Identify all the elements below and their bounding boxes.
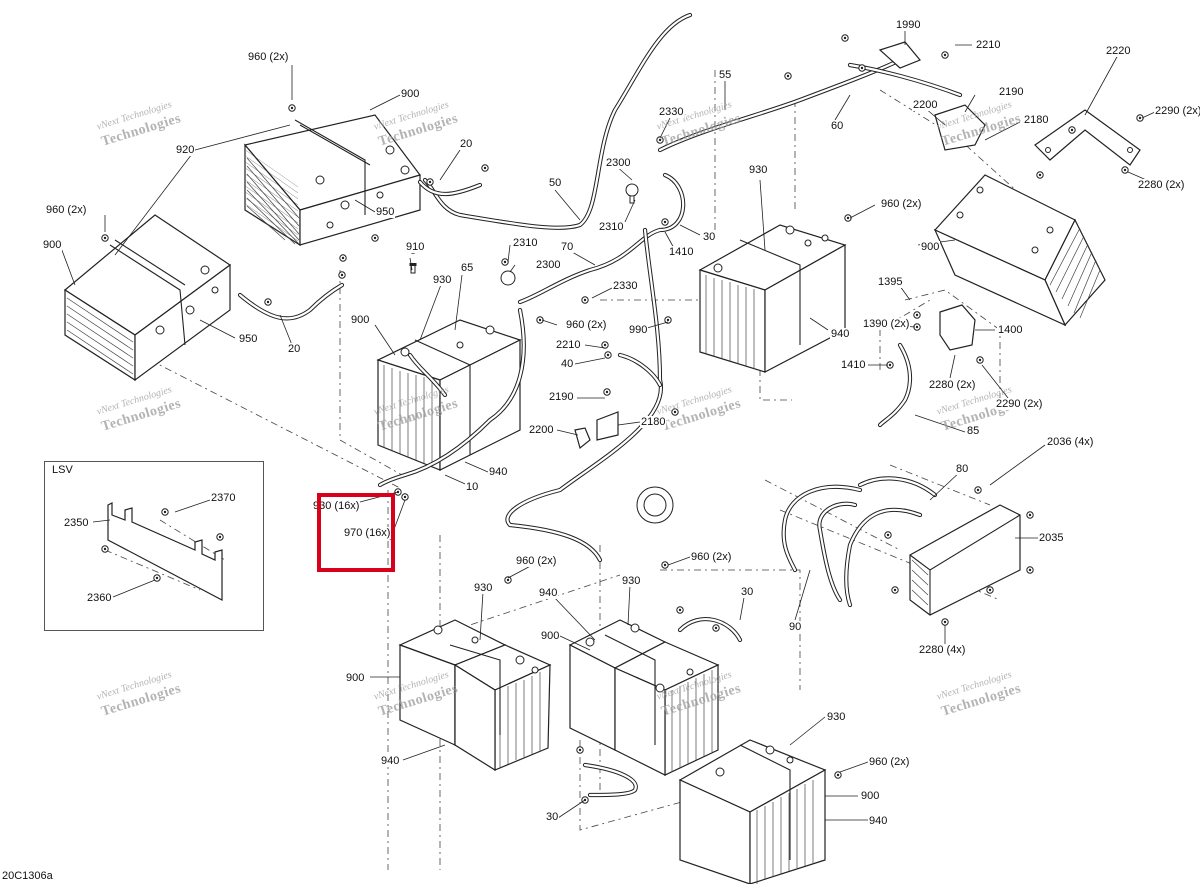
battery-center-right [698,224,847,373]
battery-center-left [376,319,522,471]
callout-label: 20 [459,138,474,150]
callout-label: 55 [718,69,733,81]
callout-label: 1390 (2x) [862,318,911,330]
callout-label: 90 [788,621,803,633]
callout-label: 900 [350,314,371,326]
callout-label: 65 [460,262,475,274]
callout-label: 2180 [640,416,667,428]
callout-label: 2350 [63,517,90,529]
callout-label: 2190 [998,86,1025,98]
lsv-plate [107,502,223,601]
callout-label: 2290 (2x) [995,398,1044,410]
callout-label: 2370 [210,492,237,504]
callout-label: 40 [560,358,575,370]
callout-label: 900 [540,630,561,642]
lsv-inset-frame [44,461,264,631]
callout-label: 960 (2x) [515,555,558,567]
battery-upper-right [933,174,1106,327]
battery-upper-left [243,114,421,247]
callout-label: 910 [405,241,426,253]
callout-label: 2035 [1038,532,1065,544]
callout-label: 50 [548,177,563,189]
callout-label: 2210 [555,339,582,351]
callout-label: 1410 [668,246,695,258]
callout-label: 940 [830,328,851,340]
callout-label: 70 [560,241,575,253]
callout-label: 930 (16x) [312,500,361,512]
callout-label: 930 [473,582,494,594]
callout-label: 1990 [895,19,922,31]
callout-label: 2200 [528,424,555,436]
callout-label: 2180 [1023,114,1050,126]
callout-label: 10 [465,481,480,493]
callout-label: 2360 [86,592,113,604]
callout-label: 930 [621,575,642,587]
callout-label: 80 [955,463,970,475]
callout-label: 960 (2x) [880,198,923,210]
callout-label: 60 [830,120,845,132]
callout-label: 950 [238,333,259,345]
callout-label: 970 (16x) [343,527,392,539]
battery-bottom-center-b [585,623,720,776]
bracket-2220 [1034,109,1141,166]
callout-label: 960 (2x) [565,319,608,331]
lsv-inset-title: LSV [52,464,73,476]
callout-label: 2280 (2x) [1137,179,1186,191]
figure-reference: 20C1306a [2,870,53,882]
callout-label: 930 [432,274,453,286]
callout-label: 2310 [598,221,625,233]
callout-label: 960 (2x) [247,51,290,63]
callout-label: 85 [966,425,981,437]
assembly-lines [104,70,1061,870]
callout-label: 920 [175,144,196,156]
battery-lower-left [63,214,232,382]
callout-label: 20 [287,343,302,355]
callout-label: 30 [702,231,717,243]
callout-label: 2210 [975,39,1002,51]
callout-label: 940 [868,815,889,827]
callout-label: 900 [400,88,421,100]
callout-label: 940 [380,755,401,767]
callout-label: 960 (2x) [45,204,88,216]
callout-label: 2200 [912,99,939,111]
callout-label: 30 [740,586,755,598]
battery-upper-left-ribs [246,157,300,245]
callout-label: 960 (2x) [690,551,733,563]
callout-label: 1395 [877,276,904,288]
cables [237,12,963,798]
callout-label: 900 [42,239,63,251]
callout-label: 950 [375,206,396,218]
callout-label: 2280 (2x) [928,379,977,391]
callout-label: 2310 [512,237,539,249]
callout-label: 2300 [535,259,562,271]
hardware [101,34,1144,804]
callout-label: 900 [345,672,366,684]
callout-label: 2290 (2x) [1154,105,1200,117]
callout-label: 2190 [548,391,575,403]
callout-label: 930 [826,711,847,723]
callout-label: 2300 [605,157,632,169]
callout-label: 960 (2x) [868,756,911,768]
callout-label: 940 [488,466,509,478]
callout-label: 900 [920,241,941,253]
callout-label: 2280 (4x) [918,644,967,656]
callout-label: 1400 [997,324,1024,336]
battery-bottom-left-b [433,625,552,772]
callout-label: 2330 [612,280,639,292]
callout-label: 1410 [840,359,867,371]
leader-lines [59,30,1159,821]
callout-label: 930 [748,164,769,176]
callout-label: 2036 (4x) [1046,436,1095,448]
callout-label: 30 [545,811,560,823]
battery-bottom-right [678,739,827,884]
callout-label: 940 [538,587,559,599]
callout-label: 990 [628,324,649,336]
callout-label: 2220 [1105,45,1132,57]
controller-2035 [909,504,1021,616]
callout-label: 900 [860,790,881,802]
callout-label: 2330 [658,106,685,118]
highlight-frame [317,493,395,572]
